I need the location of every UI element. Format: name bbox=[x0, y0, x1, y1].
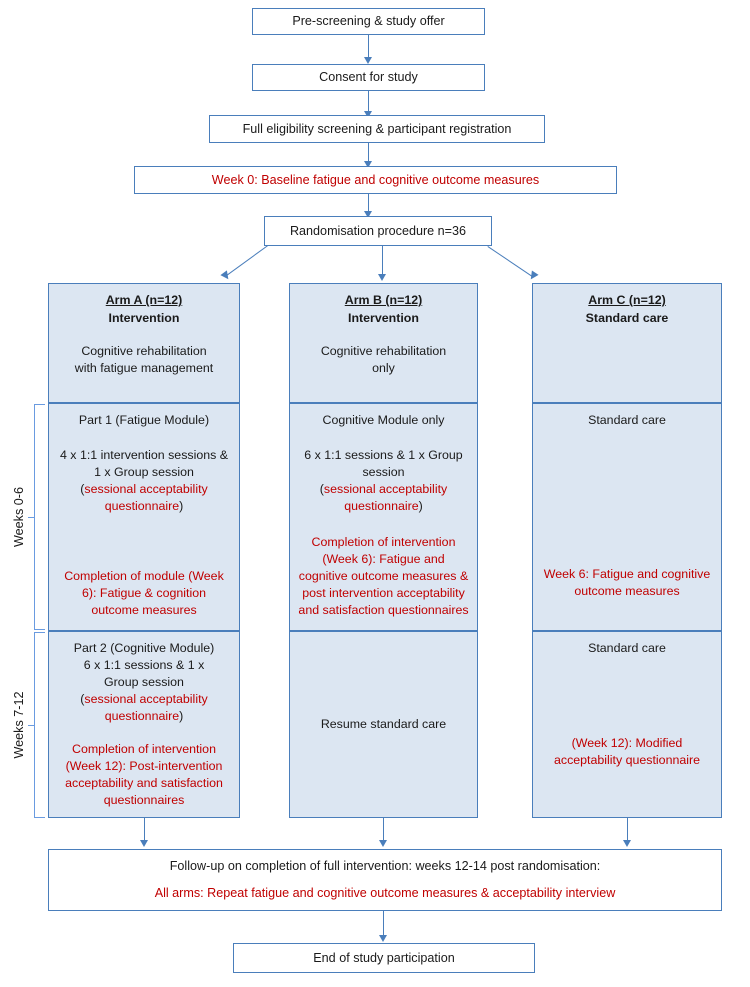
arm-a-w06-sessions-line2: 1 x Group session bbox=[94, 465, 194, 480]
arm-a-w712-questionnaire-note2: questionnaire) bbox=[105, 708, 184, 725]
arm-a-header: Arm A (n=12) Intervention Cognitive reha… bbox=[48, 283, 240, 403]
arm-b-w06-questionnaire-note: (sessional acceptability bbox=[320, 481, 447, 498]
arm-a-subtitle: Intervention bbox=[108, 311, 180, 326]
arm-a-w712-questionnaire-note: (sessional acceptability bbox=[80, 691, 207, 708]
arm-b-title: Arm B (n=12) bbox=[344, 293, 423, 307]
node-follow-up: Follow-up on completion of full interven… bbox=[48, 849, 722, 911]
arm-a-w06-questionnaire-note2: questionnaire) bbox=[105, 498, 184, 515]
arm-a-w712-sessions-line2: Group session bbox=[104, 675, 184, 690]
arm-a-w06-part-label: Part 1 (Fatigue Module) bbox=[78, 413, 210, 427]
arrowhead-to-eligibility bbox=[364, 111, 372, 118]
arm-c-title: Arm C (n=12) bbox=[588, 293, 666, 307]
arm-a-w712-sessions-line1: 6 x 1:1 sessions & 1 x bbox=[83, 658, 205, 673]
paren-open: ( bbox=[80, 482, 85, 497]
arm-a-w712-questionnaire-line2: questionnaire bbox=[104, 709, 180, 724]
node-eligibility: Full eligibility screening & participant… bbox=[209, 115, 545, 143]
arm-a-weeks-0-6: Part 1 (Fatigue Module) 4 x 1:1 interven… bbox=[48, 403, 240, 631]
arm-a-description-line1: Cognitive rehabilitation bbox=[81, 344, 207, 359]
node-end-of-study: End of study participation bbox=[233, 943, 535, 973]
connector-randomisation-to-arm-b bbox=[382, 246, 383, 277]
arrowhead-followup-to-end bbox=[379, 935, 387, 942]
paren-close: ) bbox=[179, 499, 184, 514]
arm-b-w06-completion: Completion of intervention (Week 6): Fat… bbox=[298, 534, 469, 617]
arm-c-w712-label: Standard care bbox=[588, 641, 666, 655]
arm-b-header: Arm B (n=12) Intervention Cognitive reha… bbox=[289, 283, 478, 403]
connector-prescreening-to-consent bbox=[368, 35, 369, 61]
arm-a-w06-questionnaire-line2: questionnaire bbox=[104, 499, 180, 514]
arrowhead-arm-c-to-followup bbox=[623, 840, 631, 847]
arm-a-w712-completion: Completion of intervention (Week 12): Po… bbox=[65, 741, 223, 807]
bracket-weeks-7-12 bbox=[34, 632, 45, 818]
bracket-tick-weeks-0-6 bbox=[28, 517, 34, 518]
paren-open: ( bbox=[319, 482, 324, 497]
bracket-weeks-0-6 bbox=[34, 404, 45, 630]
arm-a-w712-questionnaire-line1: sessional acceptability bbox=[84, 692, 208, 707]
node-baseline-measures: Week 0: Baseline fatigue and cognitive o… bbox=[134, 166, 617, 194]
arm-a-title: Arm A (n=12) bbox=[105, 293, 183, 307]
arm-c-weeks-0-6: Standard care Week 6: Fatigue and cognit… bbox=[532, 403, 722, 631]
arm-c-w06-label: Standard care bbox=[588, 413, 666, 427]
arm-a-w712-part-label: Part 2 (Cognitive Module) bbox=[73, 641, 215, 655]
arm-c-subtitle: Standard care bbox=[585, 311, 669, 326]
node-end-of-study-label: End of study participation bbox=[313, 950, 455, 965]
arm-a-description-line2: with fatigue management bbox=[74, 361, 214, 376]
connector-randomisation-to-arm-a bbox=[225, 245, 268, 277]
connector-eligibility-to-baseline bbox=[368, 143, 369, 165]
connector-randomisation-to-arm-c bbox=[487, 246, 534, 278]
arrowhead-to-consent bbox=[364, 57, 372, 64]
node-pre-screening: Pre-screening & study offer bbox=[252, 8, 485, 35]
arm-b-w06-sessions-line2: session bbox=[362, 465, 405, 480]
arm-c-w712-questionnaire: (Week 12): Modified acceptability questi… bbox=[553, 735, 701, 767]
arrowhead-to-randomisation bbox=[364, 211, 372, 218]
connector-baseline-to-randomisation bbox=[368, 194, 369, 215]
node-pre-screening-label: Pre-screening & study offer bbox=[292, 14, 445, 28]
arm-b-w712-label: Resume standard care bbox=[320, 716, 447, 731]
connector-consent-to-eligibility bbox=[368, 91, 369, 115]
arm-b-w06-sessions-line1: 6 x 1:1 sessions & 1 x Group bbox=[304, 448, 463, 463]
arrowhead-to-arm-b bbox=[378, 274, 386, 281]
arm-b-description-line2: only bbox=[372, 361, 395, 376]
node-baseline-measures-label: Week 0: Baseline fatigue and cognitive o… bbox=[211, 172, 540, 187]
arrowhead-to-arm-c bbox=[527, 270, 539, 282]
arm-a-w06-questionnaire-note: (sessional acceptability bbox=[80, 481, 207, 498]
arm-a-w06-completion: Completion of module (Week 6): Fatigue &… bbox=[64, 568, 224, 617]
arm-b-description-line1: Cognitive rehabilitation bbox=[320, 344, 447, 359]
arm-b-w06-questionnaire-line1: sessional acceptability bbox=[323, 482, 448, 497]
label-weeks-0-6: Weeks 0-6 bbox=[12, 487, 26, 547]
arm-a-w06-questionnaire-line1: sessional acceptability bbox=[84, 482, 208, 497]
arm-b-w06-module-label: Cognitive Module only bbox=[322, 413, 445, 427]
node-consent: Consent for study bbox=[252, 64, 485, 91]
paren-open: ( bbox=[80, 692, 85, 707]
node-follow-up-line-red: All arms: Repeat fatigue and cognitive o… bbox=[154, 886, 616, 900]
arrowhead-to-baseline bbox=[364, 161, 372, 168]
arm-c-weeks-7-12: Standard care (Week 12): Modified accept… bbox=[532, 631, 722, 818]
node-consent-label: Consent for study bbox=[319, 70, 418, 84]
label-weeks-7-12: Weeks 7-12 bbox=[12, 691, 26, 759]
paren-close: ) bbox=[418, 499, 423, 514]
connector-arm-b-to-followup bbox=[383, 818, 384, 844]
arm-b-w06-questionnaire-note2: questionnaire) bbox=[344, 498, 423, 515]
arm-a-w06-sessions-line1: 4 x 1:1 intervention sessions & bbox=[59, 448, 229, 463]
arm-c-w06-measures: Week 6: Fatigue and cognitive outcome me… bbox=[543, 566, 711, 598]
node-eligibility-label: Full eligibility screening & participant… bbox=[242, 121, 512, 136]
arm-b-weeks-7-12: Resume standard care bbox=[289, 631, 478, 818]
arm-b-w06-questionnaire-line2: questionnaire bbox=[344, 499, 419, 514]
node-follow-up-line-black: Follow-up on completion of full interven… bbox=[169, 859, 601, 873]
arrowhead-arm-b-to-followup bbox=[379, 840, 387, 847]
paren-close: ) bbox=[179, 709, 184, 724]
node-randomisation: Randomisation procedure n=36 bbox=[264, 216, 492, 246]
node-randomisation-label: Randomisation procedure n=36 bbox=[289, 223, 467, 238]
arm-b-subtitle: Intervention bbox=[348, 311, 419, 326]
arm-b-weeks-0-6: Cognitive Module only 6 x 1:1 sessions &… bbox=[289, 403, 478, 631]
connector-arm-c-to-followup bbox=[627, 818, 628, 844]
bracket-tick-weeks-7-12 bbox=[28, 725, 34, 726]
connector-followup-to-end bbox=[383, 911, 384, 939]
arrowhead-arm-a-to-followup bbox=[140, 840, 148, 847]
connector-arm-a-to-followup bbox=[144, 818, 145, 844]
arm-c-header: Arm C (n=12) Standard care bbox=[532, 283, 722, 403]
arm-a-weeks-7-12: Part 2 (Cognitive Module) 6 x 1:1 sessio… bbox=[48, 631, 240, 818]
